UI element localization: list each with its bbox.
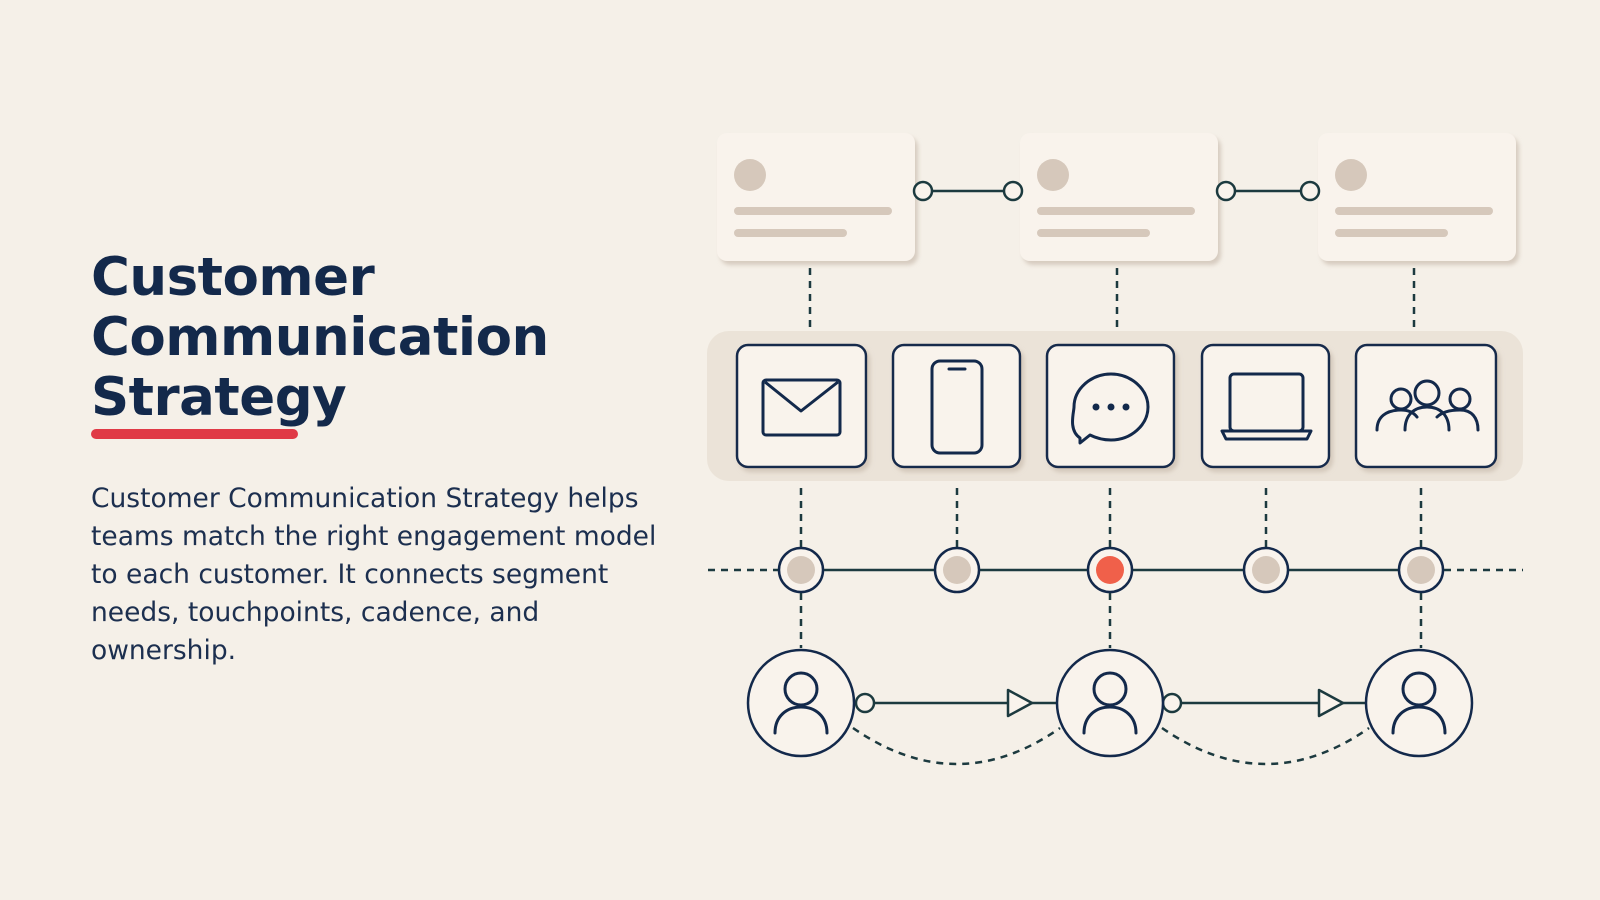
channel-connectors xyxy=(799,488,1423,547)
card-connectors xyxy=(808,268,1416,328)
owner-connectors xyxy=(799,593,1423,648)
channel-tile-email xyxy=(735,343,868,469)
segment-card xyxy=(1318,133,1516,261)
page-title: Customer Communication Strategy xyxy=(91,247,549,428)
laptop-icon xyxy=(1220,372,1313,441)
smartphone-icon xyxy=(930,359,984,455)
owner-flow-arrow xyxy=(1161,688,1366,718)
channel-tile-mobile xyxy=(891,343,1022,469)
owner-flow-arrow xyxy=(854,688,1057,718)
person-icon xyxy=(1082,671,1138,735)
timeline-node xyxy=(777,546,825,594)
chat-bubble-icon xyxy=(1071,372,1150,445)
segment-card xyxy=(1020,133,1218,261)
owner-avatar xyxy=(1364,648,1474,758)
card-link xyxy=(912,180,1024,202)
channel-tile-group xyxy=(1354,343,1498,469)
person-icon xyxy=(1391,671,1447,735)
owner-avatar xyxy=(746,648,856,758)
group-icon xyxy=(1375,379,1480,432)
cadence-timeline xyxy=(708,546,1523,594)
timeline-node-active xyxy=(1086,546,1134,594)
channel-tile-web xyxy=(1200,343,1331,469)
timeline-node xyxy=(933,546,981,594)
channel-tile-chat xyxy=(1045,343,1176,469)
title-underline xyxy=(91,429,298,439)
envelope-icon xyxy=(761,378,842,437)
card-link xyxy=(1215,180,1321,202)
description-text: Customer Communication Strategy helps te… xyxy=(91,483,657,666)
owner-avatar xyxy=(1055,648,1165,758)
person-icon xyxy=(773,671,829,735)
timeline-node xyxy=(1397,546,1445,594)
segment-card xyxy=(717,133,915,261)
handoff-arcs xyxy=(852,726,1370,766)
timeline-node xyxy=(1242,546,1290,594)
